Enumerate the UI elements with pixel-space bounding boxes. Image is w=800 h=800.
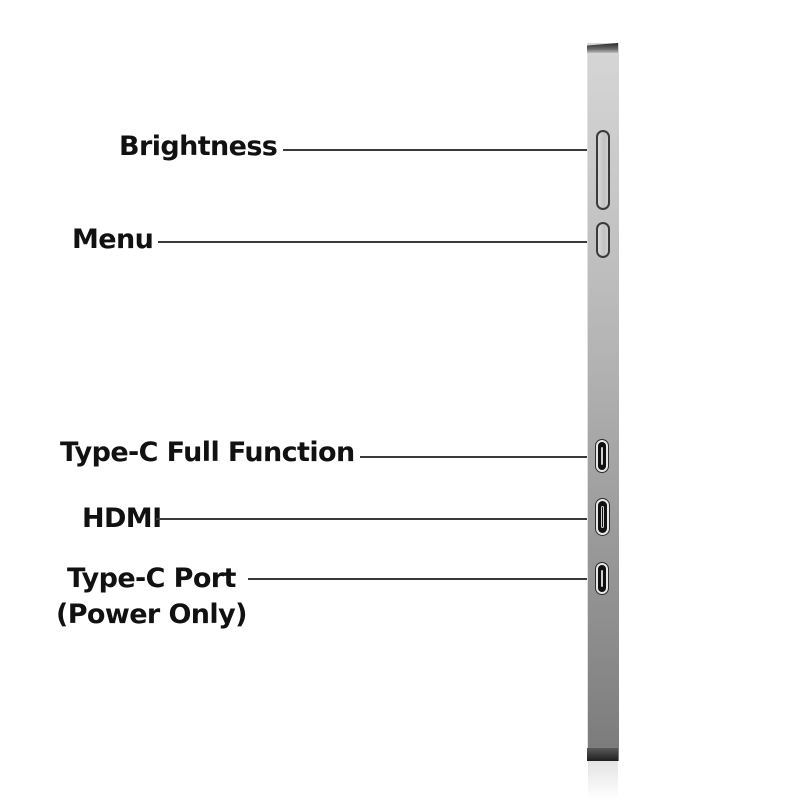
label-brightness: Brightness	[119, 131, 278, 162]
monitor-reflection	[588, 761, 618, 800]
leader-line-menu	[158, 241, 588, 243]
leader-line-type-c-full-function	[360, 456, 588, 458]
leader-line-type-c-power	[248, 578, 588, 580]
type-c-power-port	[596, 563, 608, 594]
brightness-rocker	[596, 130, 610, 210]
leader-line-hdmi	[156, 518, 588, 520]
label-type-c-power-line2: (Power Only)	[56, 599, 247, 630]
label-type-c-power-line1: Type-C Port	[67, 563, 236, 594]
monitor-bottom-edge	[587, 748, 618, 761]
type-c-full-function-port	[596, 440, 608, 472]
hdmi-port	[596, 499, 609, 535]
leader-line-brightness	[283, 149, 588, 151]
monitor-top-edge	[587, 43, 618, 53]
label-hdmi: HDMI	[82, 503, 162, 534]
label-type-c-full-function: Type-C Full Function	[60, 437, 355, 468]
label-menu: Menu	[72, 224, 154, 255]
menu-button	[596, 222, 610, 258]
